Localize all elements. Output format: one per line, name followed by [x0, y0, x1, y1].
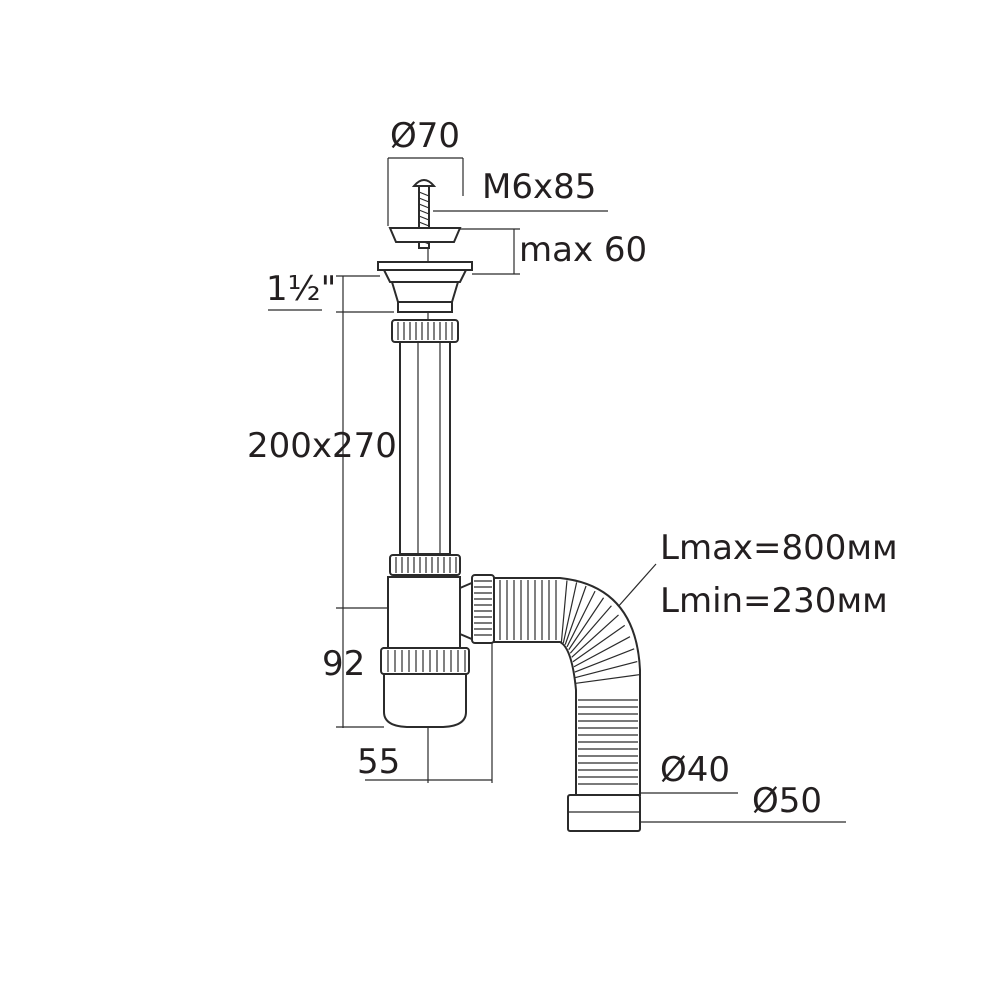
label-lmin: Lmin=230мм [660, 581, 888, 621]
bottle-trap [380, 576, 475, 728]
label-trap-height: 92 [322, 644, 365, 684]
labels: Ø70 M6x85 max 60 1½" 200x270 Lmax=800мм … [247, 116, 898, 821]
label-pipe-length: 200x270 [247, 426, 397, 466]
middle-nut [389, 554, 461, 576]
label-thread: 1½" [266, 269, 336, 309]
label-lmax: Lmax=800мм [660, 528, 898, 568]
outlet-nut [471, 574, 495, 644]
vertical-pipe [399, 341, 451, 555]
top-nut [391, 319, 459, 343]
label-screw: M6x85 [482, 167, 596, 207]
label-max-thickness: max 60 [519, 230, 647, 270]
flexible-hose [493, 577, 641, 832]
label-diameter-outer: Ø50 [752, 781, 822, 821]
label-offset: 55 [357, 742, 400, 782]
label-diameter-inner: Ø40 [660, 750, 730, 790]
label-diameter-top: Ø70 [390, 116, 460, 156]
strainer-assembly [377, 179, 473, 313]
